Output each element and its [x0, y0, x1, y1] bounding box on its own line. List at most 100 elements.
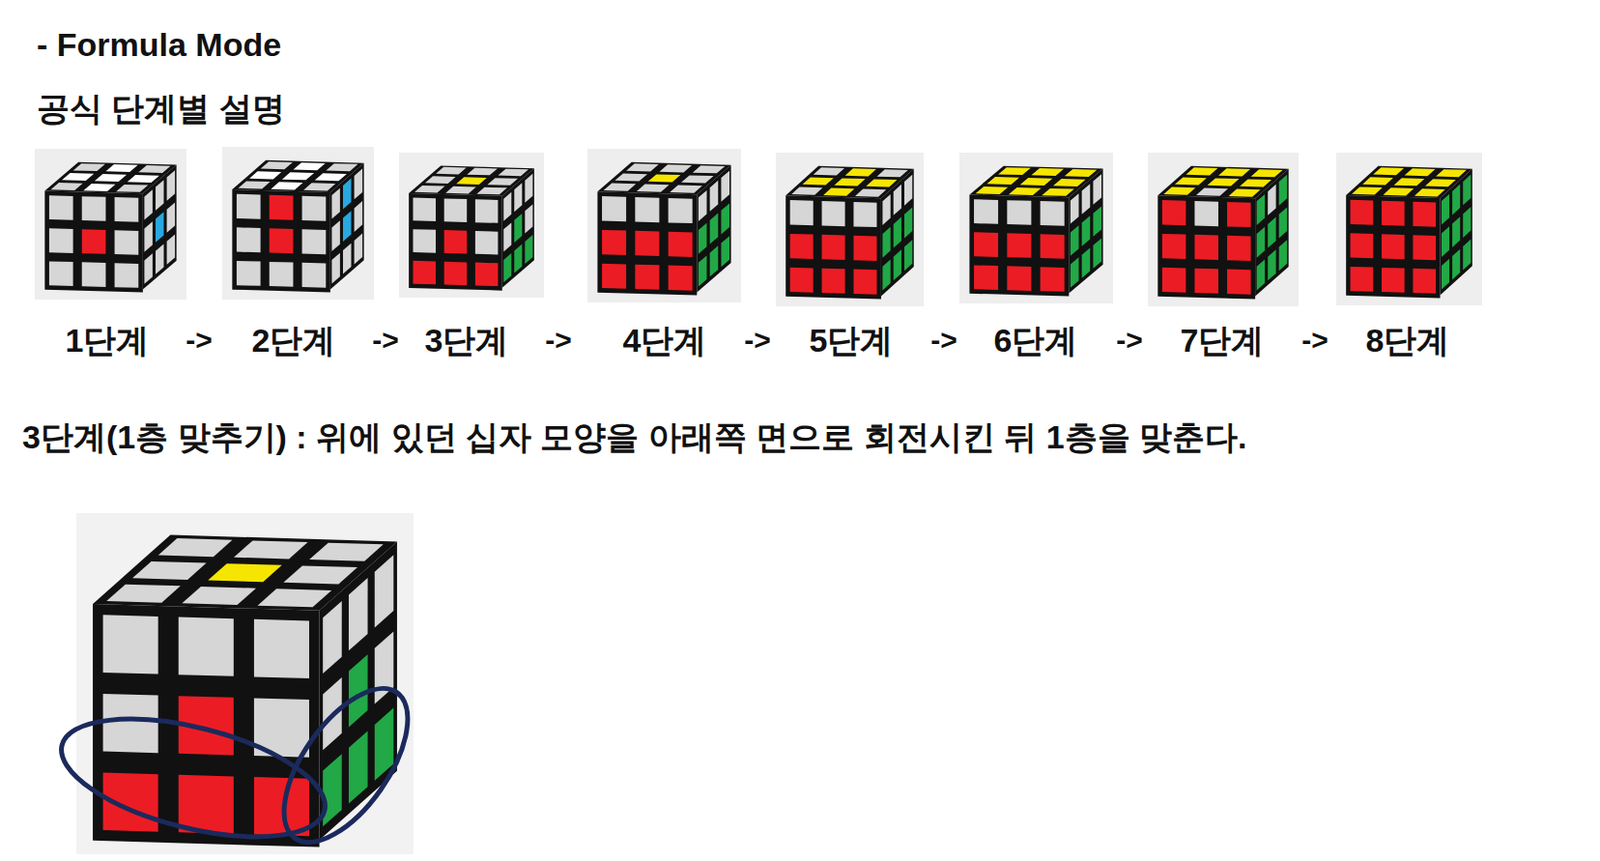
cube-sticker: [813, 167, 845, 175]
cube-sticker: [601, 196, 627, 222]
cube-sticker: [1174, 176, 1207, 185]
cube-sticker: [855, 189, 886, 198]
cube-sticker: [1362, 176, 1394, 185]
cube-sticker: [348, 577, 369, 651]
cube-sticker: [893, 249, 902, 281]
step-label: 7단계: [1180, 320, 1265, 361]
cube-sticker: [138, 165, 171, 173]
cube-sticker: [720, 171, 730, 202]
arrow-text: ->: [1115, 322, 1143, 358]
cube-sticker: [710, 245, 719, 277]
cube-sticker: [973, 264, 999, 290]
cube-sticker: [998, 167, 1031, 175]
image-ground: [1336, 152, 1483, 306]
cube-sticker: [374, 554, 395, 628]
cube-face: [142, 165, 177, 290]
rubiks-cube: [231, 160, 364, 293]
rubiks-cube: [969, 166, 1103, 297]
cube-sticker: [1251, 169, 1284, 177]
cube-sticker: [303, 182, 336, 191]
cube-sticker: [669, 185, 703, 194]
cube-sticker: [822, 234, 846, 260]
cube-sticker: [1006, 232, 1031, 258]
cube-sticker: [167, 233, 175, 264]
cube-sticker: [237, 180, 270, 189]
cube-sticker: [1064, 169, 1098, 177]
cube-sticker: [698, 255, 708, 286]
cube-sticker: [973, 199, 999, 225]
cube-sticker: [1041, 188, 1075, 197]
arrow-text: ->: [743, 322, 772, 358]
cube-sticker: [1162, 267, 1187, 293]
cube-sticker: [1412, 201, 1436, 228]
cube-sticker: [445, 186, 477, 195]
cube-sticker: [282, 171, 315, 180]
cube-sticker: [374, 630, 395, 704]
cube-sticker: [1070, 193, 1080, 224]
cube-sticker: [853, 201, 877, 228]
cube-sticker: [601, 263, 627, 289]
cube-sticker: [853, 269, 877, 295]
arrow-text: ->: [930, 322, 958, 358]
cube-sticker: [309, 542, 384, 562]
cube-sticker: [1452, 216, 1460, 248]
cube-sticker: [634, 230, 659, 257]
rubiks-cube: [597, 162, 731, 296]
cube-sticker: [698, 223, 708, 255]
cube-sticker: [1382, 187, 1414, 196]
cube-sticker: [293, 162, 326, 171]
cube-sticker: [1082, 215, 1091, 246]
cube-face: [597, 191, 697, 295]
cube-sticker: [601, 229, 627, 256]
image-ground: [959, 152, 1114, 304]
cube-sticker: [668, 231, 693, 258]
cube-sticker: [833, 177, 865, 186]
cube-sticker: [973, 231, 999, 258]
cube-sticker: [1227, 269, 1252, 295]
cube-sticker: [331, 220, 340, 252]
cube-sticker: [249, 171, 282, 179]
cube-sticker: [114, 262, 140, 288]
rubiks-cube: [44, 162, 176, 293]
cube-sticker: [1040, 266, 1065, 292]
cube-sticker: [82, 196, 107, 222]
cube-sticker: [127, 174, 160, 183]
cube-sticker: [342, 243, 351, 275]
step-label: 3단계: [425, 320, 510, 361]
cube-sticker: [1162, 200, 1187, 226]
cube-sticker: [475, 262, 499, 286]
cube-sticker: [412, 260, 436, 285]
cube-sticker: [106, 164, 139, 172]
image-ground: [399, 152, 544, 298]
cube-sticker: [1227, 235, 1252, 261]
cube-sticker: [49, 228, 74, 254]
cube-sticker: [475, 199, 499, 223]
cube-sticker: [524, 234, 533, 264]
cube-sticker: [1372, 167, 1404, 175]
cube-sticker: [1350, 266, 1374, 292]
cube-face: [1345, 195, 1440, 299]
cube-sticker: [904, 174, 913, 206]
cube-sticker: [710, 180, 719, 212]
cube-sticker: [524, 203, 533, 233]
cube-face: [1439, 169, 1472, 296]
cube-sticker: [1040, 233, 1065, 259]
cube-sticker: [1006, 200, 1031, 226]
cube-sticker: [476, 187, 508, 196]
cube-sticker: [331, 188, 340, 220]
highlight-ellipse: [259, 667, 432, 861]
cube-sticker: [143, 189, 152, 220]
cube-sticker: [115, 184, 148, 193]
cube-sticker: [853, 235, 877, 261]
cube-sticker: [132, 561, 207, 580]
cube-sticker: [254, 776, 310, 836]
cube-sticker: [181, 586, 257, 605]
cube-sticker: [1381, 267, 1405, 293]
cube-sticker: [1414, 188, 1446, 197]
cube-sticker: [269, 228, 294, 254]
cube-face: [330, 163, 365, 290]
cube-sticker: [82, 261, 107, 287]
cube-sticker: [412, 198, 436, 222]
cube-sticker: [1350, 232, 1374, 258]
cube-sticker: [1452, 249, 1460, 281]
